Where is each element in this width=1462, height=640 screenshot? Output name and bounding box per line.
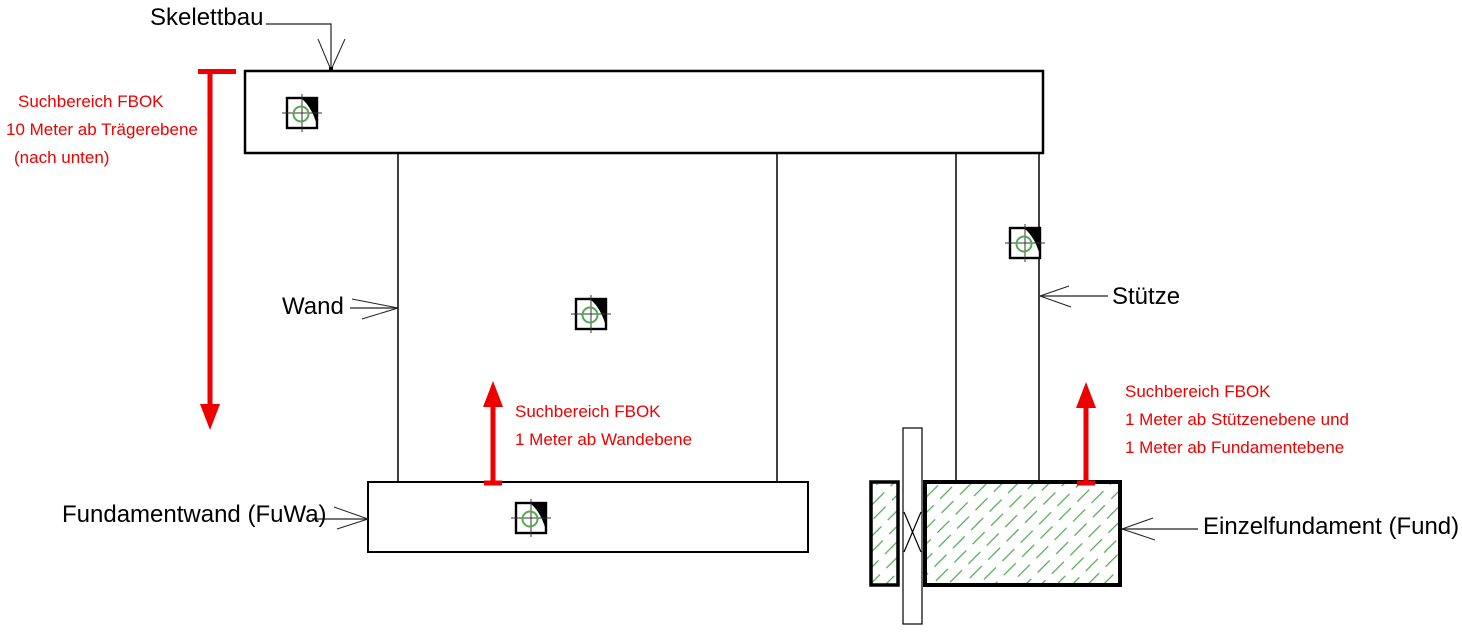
- skelettbau-leader: [266, 23, 346, 71]
- traegerebene-dimension-arrow: [198, 69, 236, 430]
- annotation-line: (nach unten): [14, 148, 110, 167]
- foundation-wall-rect: [367, 481, 809, 553]
- label-stuetze: Stütze: [1112, 283, 1181, 310]
- single-foundation-rect: [923, 480, 1122, 587]
- label-wand: Wand: [282, 293, 344, 320]
- label-einzelfundament: Einzelfundament (Fund): [1203, 513, 1460, 540]
- column-axis-strip: [902, 427, 923, 625]
- annotation-line: 1 Meter ab Fundamentebene: [1125, 438, 1345, 457]
- annotation-line: Suchbereich FBOK: [1125, 382, 1271, 401]
- einzelfundament-leader: [1121, 517, 1198, 541]
- annotation-line: Suchbereich FBOK: [515, 402, 661, 421]
- annotation-line: Suchbereich FBOK: [18, 92, 164, 111]
- survey-point-icon: [569, 293, 613, 335]
- annotation-suchbereich-traegerebene: Suchbereich FBOK 10 Meter ab Trägerebene…: [6, 88, 198, 172]
- survey-point-icon: [509, 497, 553, 539]
- wand-leader: [350, 298, 399, 320]
- stuetze-leader: [1039, 285, 1108, 308]
- annotation-suchbereich-wandebene: Suchbereich FBOK 1 Meter ab Wandebene: [515, 398, 692, 454]
- fundamentebene-search-arrow: [1076, 382, 1096, 486]
- skelettbau-beam-rect: [243, 69, 1045, 155]
- survey-point-icon: [1003, 222, 1047, 264]
- axis-cross-mark: [903, 511, 922, 553]
- fundamentwand-leader: [312, 506, 369, 530]
- annotation-suchbereich-stuetzen-fundamentebene: Suchbereich FBOK 1 Meter ab Stützenebene…: [1125, 378, 1349, 462]
- annotation-line: 1 Meter ab Wandebene: [515, 430, 693, 449]
- annotation-line: 10 Meter ab Trägerebene: [6, 120, 198, 139]
- annotation-line: 1 Meter ab Stützenebene und: [1125, 410, 1349, 429]
- survey-point-icon: [280, 92, 324, 134]
- wandebene-search-arrow: [483, 381, 503, 486]
- label-skelettbau: Skelettbau: [150, 4, 264, 31]
- label-fundamentwand: Fundamentwand (FuWa): [62, 501, 327, 528]
- single-foundation-left-block: [869, 480, 900, 587]
